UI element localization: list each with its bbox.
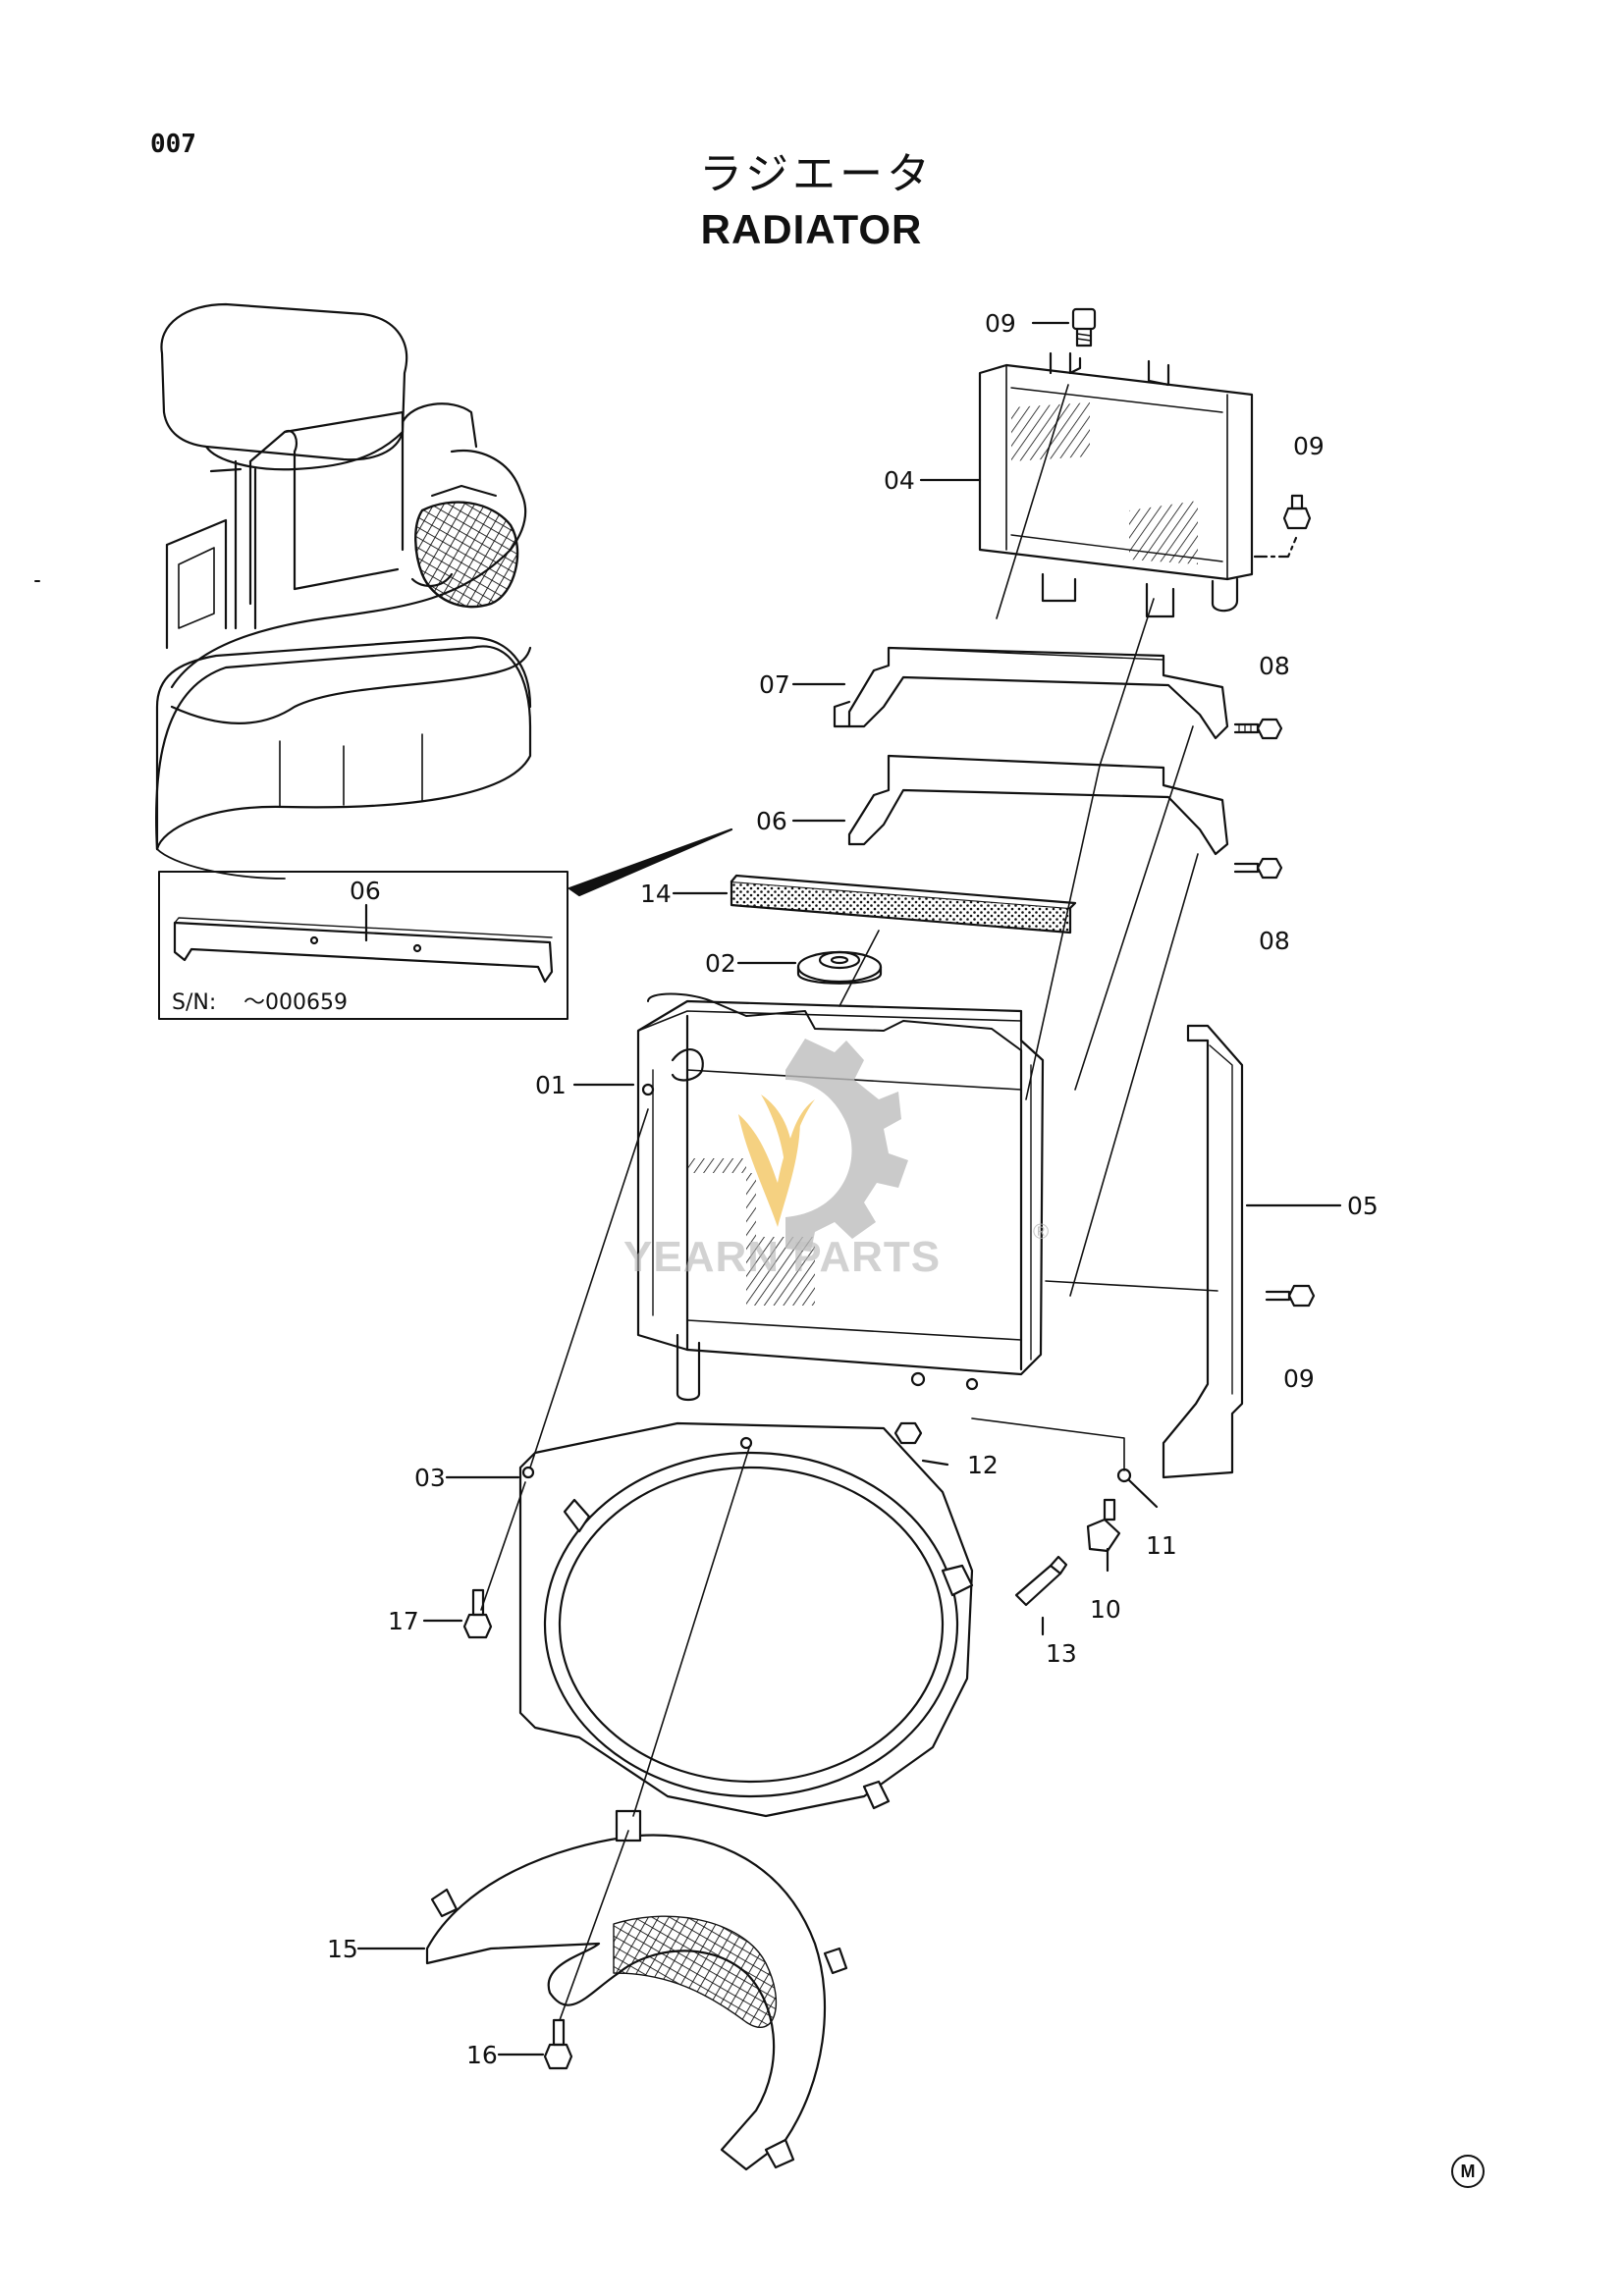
callout-10: 10 bbox=[1090, 1595, 1121, 1624]
part-09-bolt-top bbox=[1031, 307, 1097, 347]
part-15-fan-guard bbox=[356, 1809, 848, 2171]
assembly-center-lines bbox=[480, 384, 1218, 2021]
part-07-upper-bracket bbox=[791, 646, 1229, 740]
part-17-bolt bbox=[422, 1588, 493, 1639]
callout-11: 11 bbox=[1146, 1531, 1177, 1560]
part-16-bolt bbox=[497, 2018, 573, 2070]
serial-number-inset: S/N: ～000659 bbox=[158, 871, 568, 1020]
part-09-bolt-right-upper bbox=[1253, 494, 1312, 559]
callout-06-inset: 06 bbox=[350, 877, 381, 905]
callout-08-upper: 08 bbox=[1259, 652, 1290, 680]
corner-mark-badge: M bbox=[1451, 2155, 1485, 2188]
part-12-drain-plug bbox=[893, 1421, 949, 1467]
part-03-fan-shroud bbox=[445, 1421, 974, 1818]
watermark-leaf-icon bbox=[738, 1095, 815, 1227]
machine-overview-illustration bbox=[34, 302, 532, 880]
watermark-registered-mark: ® bbox=[1033, 1219, 1049, 1244]
callout-08-lower: 08 bbox=[1259, 927, 1290, 955]
serial-number-label: S/N: bbox=[172, 990, 216, 1015]
callout-04: 04 bbox=[884, 466, 915, 495]
part-11-washer bbox=[1116, 1468, 1159, 1509]
part-02-radiator-cap bbox=[736, 950, 883, 985]
callout-15: 15 bbox=[327, 1935, 358, 1963]
callout-03: 03 bbox=[414, 1464, 446, 1492]
watermark-gear-icon bbox=[785, 1039, 908, 1252]
callout-16: 16 bbox=[466, 2041, 498, 2069]
part-05-side-panel bbox=[1162, 1024, 1342, 1479]
serial-number-range: ～000659 bbox=[243, 990, 348, 1015]
part-08-bolt-lower bbox=[1233, 857, 1283, 880]
callout-07: 07 bbox=[759, 670, 790, 699]
callout-09-right-lower: 09 bbox=[1283, 1364, 1315, 1393]
callout-02: 02 bbox=[705, 949, 736, 978]
callout-17: 17 bbox=[388, 1607, 419, 1635]
part-14-seal-strip bbox=[672, 874, 1077, 934]
callout-09-right-upper: 09 bbox=[1293, 432, 1325, 460]
title-block: ラジエータ RADIATOR bbox=[0, 147, 1623, 257]
part-06-lower-bracket bbox=[791, 754, 1229, 856]
part-13-hose bbox=[1014, 1555, 1068, 1636]
page-number: 007 bbox=[150, 130, 196, 159]
callout-14: 14 bbox=[640, 880, 672, 908]
part-09-bolt-right-lower bbox=[1265, 1284, 1316, 1308]
callout-labels: 09 09 04 07 08 06 06 14 08 02 01 05 09 1… bbox=[327, 309, 1379, 2069]
watermark-logo: YEARN PARTS ® bbox=[623, 1039, 1049, 1281]
callout-05: 05 bbox=[1347, 1192, 1379, 1220]
callout-12: 12 bbox=[967, 1451, 999, 1479]
watermark-text: YEARN PARTS bbox=[623, 1233, 941, 1281]
title-japanese: ラジエータ bbox=[698, 149, 935, 199]
part-08-bolt-upper bbox=[1233, 718, 1283, 740]
callout-01: 01 bbox=[535, 1071, 567, 1099]
title-english: RADIATOR bbox=[700, 206, 923, 252]
part-04-oil-cooler bbox=[919, 351, 1254, 618]
radiator-location-highlight bbox=[414, 485, 519, 609]
callout-09-top: 09 bbox=[985, 309, 1016, 338]
inset-leader-arrow bbox=[568, 828, 733, 897]
callout-13: 13 bbox=[1046, 1639, 1077, 1668]
part-10-drain-cock bbox=[1086, 1498, 1121, 1573]
callout-06: 06 bbox=[756, 807, 787, 835]
